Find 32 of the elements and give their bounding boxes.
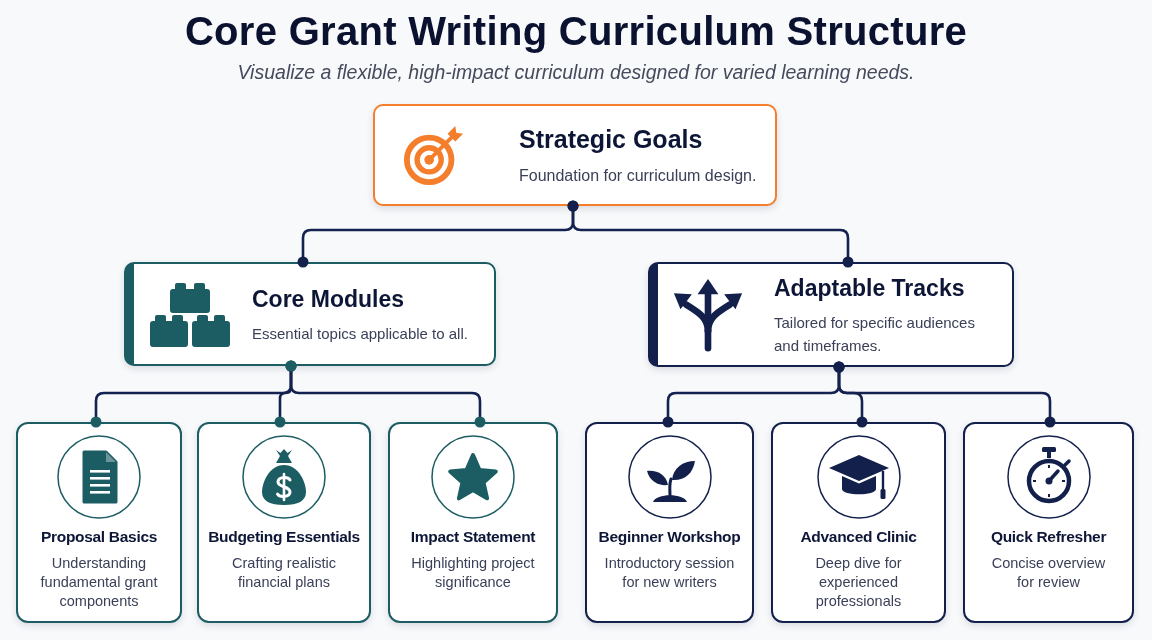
- category-card: [648, 262, 1014, 367]
- card-title: Proposal Basics: [40, 527, 158, 547]
- card-title: Advanced Clinic: [800, 527, 917, 547]
- goal-card: [373, 104, 777, 206]
- topic-card: [388, 422, 558, 623]
- topic-card: [585, 422, 754, 623]
- card-description: Introductory session for new writers: [603, 554, 736, 592]
- card-title: Budgeting Essentials: [208, 527, 360, 547]
- card-description: Deep dive for experienced professionals: [814, 554, 903, 611]
- category-card: [124, 262, 496, 366]
- card-title: Adaptable Tracks: [774, 273, 965, 303]
- card-description: Concise overview for review: [990, 554, 1107, 592]
- connector-line: [285, 360, 486, 428]
- connector-line: [833, 361, 1056, 428]
- card-title: Beginner Workshop: [598, 527, 741, 547]
- connector-line: [567, 200, 854, 268]
- topic-card: [771, 422, 946, 623]
- subtitle: Visualize a flexible, high-impact curriculum designed for varied learning needs.: [237, 60, 915, 84]
- card-title: Quick Refresher: [990, 527, 1107, 547]
- page-title: Core Grant Writing Curriculum Structure: [184, 8, 968, 54]
- card-description: Crafting realistic financial plans: [231, 554, 337, 592]
- card-description: Foundation for curriculum design.: [519, 165, 757, 186]
- topic-card: [963, 422, 1134, 623]
- card-description: Understanding fundamental grant components: [39, 554, 159, 611]
- card-title: Strategic Goals: [519, 123, 703, 154]
- card-title: Impact Statement: [410, 527, 536, 547]
- topic-card: [16, 422, 182, 623]
- card-title: Core Modules: [252, 284, 405, 314]
- card-description: Tailored for specific audiences and timeframes.: [774, 312, 976, 356]
- card-description: Highlighting project significance: [410, 554, 536, 592]
- topic-card: [197, 422, 371, 623]
- card-description: Essential topics applicable to all.: [252, 323, 468, 344]
